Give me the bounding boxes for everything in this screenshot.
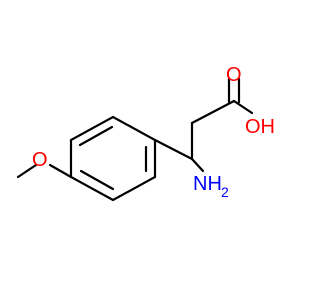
carbonyl-oxygen-label: O <box>226 64 242 86</box>
amine-label: NH <box>193 173 222 195</box>
ring-double-bond-3 <box>79 169 115 191</box>
hydroxyl-label: OH <box>245 116 275 138</box>
methoxy-oxygen-label: O <box>32 149 48 171</box>
ring-double-bond-1 <box>78 125 114 147</box>
bond-calpha-n <box>190 157 205 173</box>
bond-ch2-cooh <box>190 99 236 125</box>
bond-methyl-o <box>16 163 38 179</box>
structure-canvas: O O OH NH 2 <box>16 64 275 202</box>
bond-c-oh <box>232 99 254 115</box>
benzene-ring <box>69 115 157 202</box>
bond-ring-calpha <box>153 138 194 161</box>
amine-subscript: 2 <box>221 184 229 200</box>
molecule-diagram: O O OH NH 2 <box>16 64 275 202</box>
bond-o-ring <box>48 163 73 179</box>
